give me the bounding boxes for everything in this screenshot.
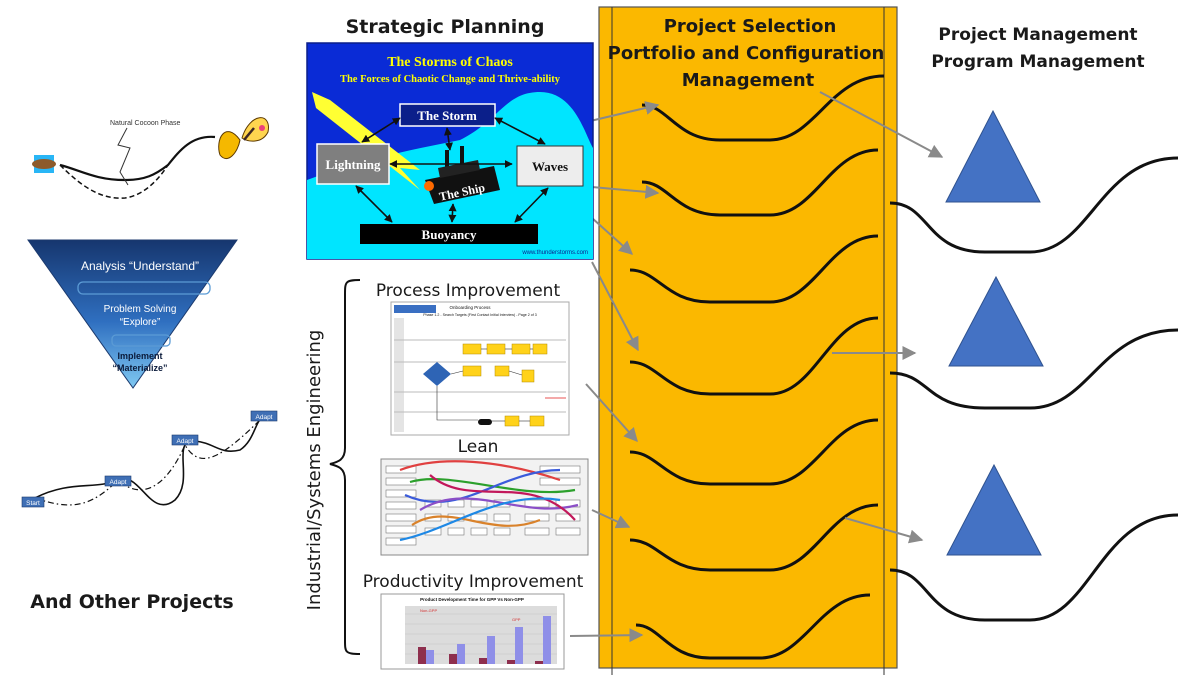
project-curve-2: [889, 328, 1179, 410]
funnel-analysis: Analysis “Understand”: [81, 259, 199, 273]
project-triangle-3: [946, 463, 1042, 556]
waves-label: Waves: [532, 159, 568, 174]
storm-box: [399, 103, 496, 127]
relation-lightning-buoyancy: [355, 185, 393, 223]
portfolio-band: [598, 6, 898, 669]
productivity-legend-b: GPP: [512, 617, 521, 622]
heading-project-selection-2: Portfolio and Configuration: [608, 43, 885, 64]
relation-storm-waves: [494, 117, 546, 145]
caterpillar-icon: [32, 159, 56, 169]
process-doc-title: Onboarding Process: [449, 305, 491, 310]
buoyancy-label: Buoyancy: [422, 227, 477, 242]
lightning-box: [316, 143, 390, 185]
portfolio-curve-5: [629, 418, 879, 486]
project-triangle-1: [945, 109, 1041, 203]
productivity-chart-title: Product Development Time for GPP Vs Non-…: [420, 597, 524, 602]
productivity-legend-a: Non-GPP: [420, 608, 437, 613]
path-adapt-label-2: Adapt: [177, 438, 194, 445]
arrow-chaos-to-curve3: [591, 217, 634, 255]
productivity-thumbnail: Product Development Time for GPP Vs Non-…: [380, 593, 565, 670]
arrow-process-to-curve5: [585, 383, 638, 443]
funnel-problem-solving-2: “Explore”: [120, 317, 161, 328]
path-adapt-label-1: Adapt: [110, 479, 127, 486]
portfolio-curves: [629, 74, 885, 660]
waves-box: [516, 145, 584, 187]
portfolio-curve-2: [641, 148, 879, 217]
arrow-chaos-to-curve4: [591, 261, 639, 352]
adapt-path: Start Adapt Adapt Adapt: [21, 410, 278, 508]
heading-program-management: Program Management: [931, 52, 1144, 72]
chaos-panel: The Storms of Chaos The Forces of Chaoti…: [306, 42, 594, 260]
productivity-improvement-label: Productivity Improvement: [363, 572, 584, 592]
heading-project-management: Project Management: [938, 25, 1137, 45]
chaos-subtitle: The Forces of Chaotic Change and Thrive-…: [340, 74, 561, 85]
relation-waves-buoyancy: [514, 187, 549, 223]
heading-project-selection-3: Management: [682, 70, 815, 91]
process-improvement-label: Process Improvement: [376, 281, 561, 301]
chaos-relations: [355, 117, 549, 223]
portfolio-curve-7: [635, 593, 871, 660]
funnel-implement-1: Implement: [117, 351, 162, 361]
heading-strategic-planning: Strategic Planning: [346, 16, 545, 38]
project-curve-1: [889, 156, 1179, 254]
buoyancy-box: [360, 224, 538, 244]
arrow-curve1-to-triangle1: [819, 91, 944, 158]
other-projects-label: And Other Projects: [30, 591, 233, 613]
engineering-brace: [329, 279, 361, 655]
process-doc-subtitle: Phase 1.2 - Search Targets (First Contac…: [423, 313, 537, 317]
cocoon-label: Natural Cocoon Phase: [110, 120, 181, 127]
arrow-chaos-to-curve1: [585, 101, 660, 123]
process-improvement-thumbnail: Onboarding Process Phase 1.2 - Search Ta…: [390, 301, 570, 436]
chaos-title: The Storms of Chaos: [387, 55, 513, 70]
lean-thumbnail: [380, 458, 589, 556]
cocoon-transformation: Natural Cocoon Phase: [32, 117, 269, 199]
portfolio-curve-6: [629, 503, 879, 572]
path-adapt-label-3: Adapt: [256, 414, 273, 421]
relation-storm-lightning: [361, 117, 401, 143]
project-curves: [889, 156, 1179, 622]
portfolio-curve-3: [629, 234, 879, 304]
storm-label: The Storm: [417, 108, 477, 123]
flow-arrows: [569, 91, 944, 643]
project-curve-3: [889, 513, 1179, 622]
arrow-chaos-to-curve2: [591, 184, 660, 199]
lightning-label: Lightning: [326, 157, 381, 172]
arrow-lean-to-curve6: [591, 509, 631, 529]
relation-ship-buoyancy: [448, 203, 457, 223]
chaos-footer: www.thunderstorms.com: [521, 250, 588, 256]
arrow-curve6-to-triangle3: [844, 517, 924, 544]
path-start-label: Start: [26, 500, 40, 507]
engineering-side-label: Industrial/Systems Engineering: [304, 330, 325, 611]
funnel-problem-solving-1: Problem Solving: [104, 304, 177, 315]
heading-project-selection-1: Project Selection: [664, 16, 837, 37]
project-triangle-2: [948, 275, 1044, 367]
funnel-diagram: Analysis “Understand” Problem Solving “E…: [27, 239, 238, 389]
butterfly-icon: [218, 117, 269, 160]
lean-label: Lean: [458, 437, 499, 457]
portfolio-curve-1: [641, 74, 885, 142]
funnel-implement-2: “Materialize”: [112, 363, 167, 373]
portfolio-curve-4: [629, 316, 879, 396]
arrow-productivity-to-curve7: [569, 628, 644, 643]
relation-storm-ship: [444, 127, 453, 151]
